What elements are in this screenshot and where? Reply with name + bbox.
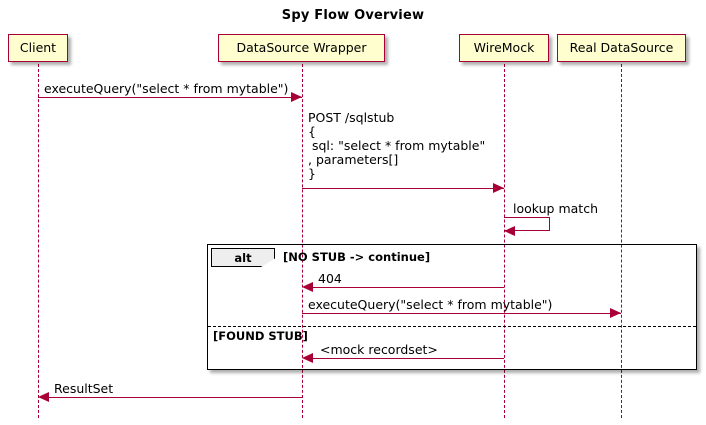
message-label-mock-recordset: <mock recordset> (320, 342, 438, 357)
message-label-404: 404 (318, 271, 342, 286)
message-line-post-sqlstub (302, 188, 504, 189)
alt-fragment-frame (207, 244, 697, 370)
message-label-resultset: ResultSet (54, 381, 114, 396)
message-line-execute-query-2 (302, 313, 621, 314)
arrow-head-post-sqlstub (493, 183, 504, 193)
alt-branch-condition-1: [NO STUB -> continue] (283, 250, 431, 264)
participant-real-datasource[interactable]: Real DataSource (557, 34, 686, 62)
message-label-execute-query-2: executeQuery("select * from mytable") (308, 297, 553, 312)
lifeline-client (37, 64, 39, 418)
lifeline-wiremock (503, 64, 505, 418)
alt-fragment-operator-tab: alt (211, 248, 275, 267)
participant-realds-label: Real DataSource (569, 39, 674, 55)
diagram-title: Spy Flow Overview (281, 8, 425, 23)
participant-wiremock[interactable]: WireMock (459, 34, 549, 62)
arrow-head-404 (302, 282, 313, 292)
message-label-post-sqlstub: POST /sqlstub { sql: "select * from myta… (308, 110, 486, 181)
message-line-404 (313, 287, 504, 288)
lifeline-realds (620, 64, 622, 418)
lifeline-wrapper (301, 64, 303, 418)
message-line-mock-recordset (313, 358, 504, 359)
participant-wrapper-label: DataSource Wrapper (236, 39, 367, 55)
arrow-head-lookup-match (504, 226, 515, 236)
message-line-resultset (49, 397, 302, 398)
participant-wiremock-label: WireMock (473, 39, 535, 55)
alt-branch-condition-2: [FOUND STUB] (213, 329, 308, 343)
alt-branch-divider (208, 326, 696, 327)
arrow-head-mock-recordset (302, 353, 313, 363)
arrow-head-execute-query-1 (291, 92, 302, 102)
alt-operator-label: alt (234, 250, 252, 265)
arrow-head-execute-query-2 (610, 308, 621, 318)
participant-datasource-wrapper[interactable]: DataSource Wrapper (218, 34, 385, 62)
participant-client[interactable]: Client (8, 34, 68, 62)
message-label-lookup-match: lookup match (513, 201, 598, 216)
message-self-lookup-match (504, 217, 550, 231)
participant-client-label: Client (19, 39, 57, 55)
arrow-head-resultset (38, 392, 49, 402)
message-label-execute-query-1: executeQuery("select * from mytable") (44, 81, 289, 96)
message-line-execute-query-1 (38, 97, 302, 98)
